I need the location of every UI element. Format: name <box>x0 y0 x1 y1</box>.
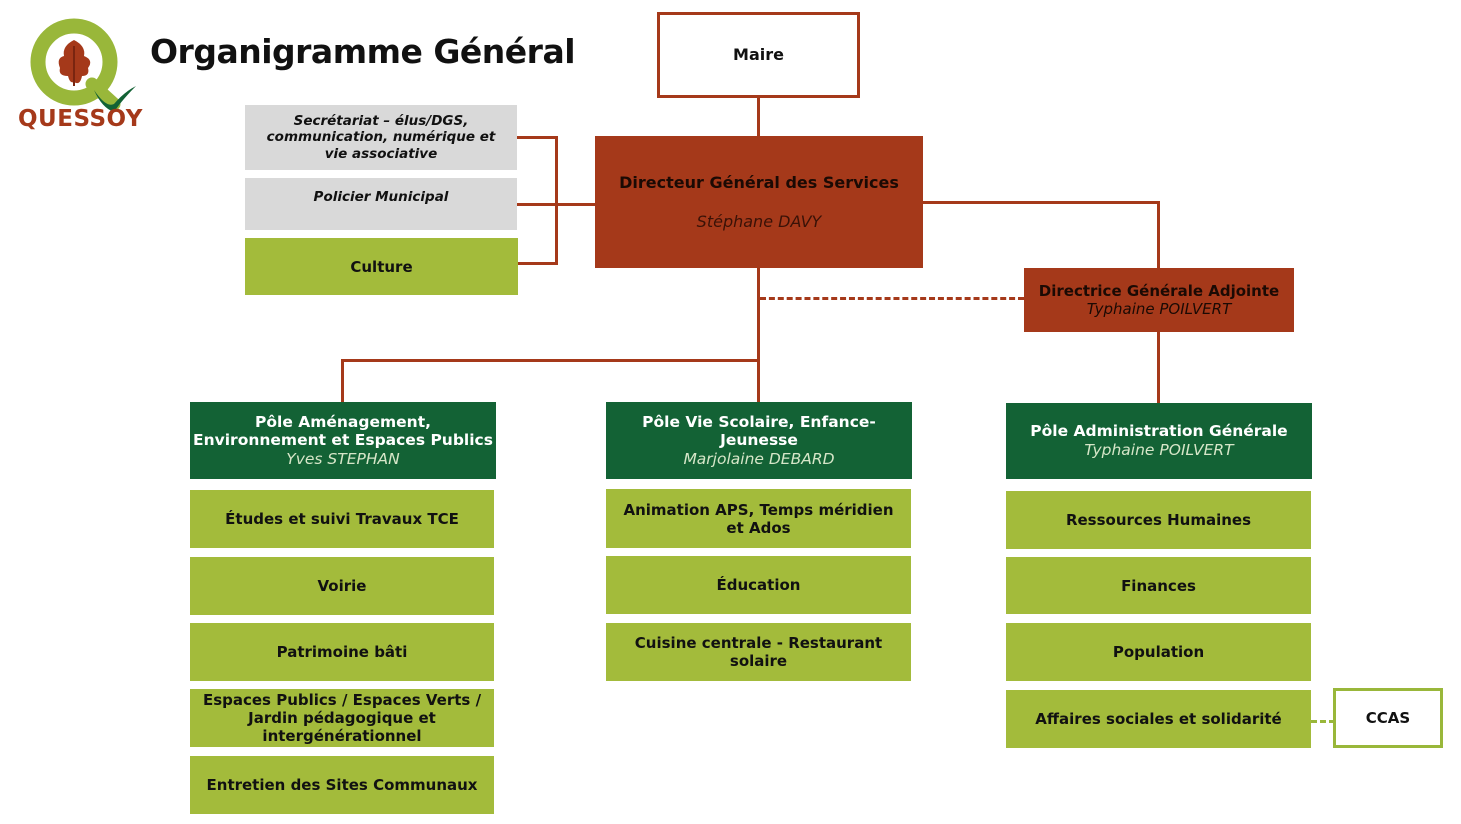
service-box: Finances <box>1006 557 1311 614</box>
service-box: Espaces Publics / Espaces Verts / Jardin… <box>190 689 494 747</box>
service-label: Éducation <box>716 576 801 594</box>
pole-vie-scolaire-name: Marjolaine DEBARD <box>683 449 835 468</box>
pole-vie-scolaire-header: Pôle Vie Scolaire, Enfance-Jeunesse Marj… <box>606 402 912 479</box>
connector-culture <box>517 262 558 265</box>
service-label: Animation APS, Temps méridien et Ados <box>623 500 894 537</box>
connector-right-down-to-dga <box>1157 201 1160 269</box>
service-box: Voirie <box>190 557 494 615</box>
service-box: Études et suivi Travaux TCE <box>190 490 494 548</box>
service-box: Affaires sociales et solidarité <box>1006 690 1311 748</box>
secretariat-label: Secrétariat – élus/DGS, communication, n… <box>266 113 496 162</box>
secretariat-box: Secrétariat – élus/DGS, communication, n… <box>245 105 517 170</box>
service-label: Population <box>1112 643 1205 661</box>
quessoy-logo-icon <box>30 18 136 112</box>
pole-administration-title: Pôle Administration Générale <box>1030 422 1288 441</box>
pole-amenagement-name: Yves STEPHAN <box>286 449 400 468</box>
service-label: Ressources Humaines <box>1065 511 1252 529</box>
dgs-box: Directeur Général des Services Stéphane … <box>595 136 923 268</box>
service-label: Études et suivi Travaux TCE <box>225 510 459 528</box>
connector-pole-amenagement <box>341 359 344 404</box>
service-box: Cuisine centrale - Restaurant solaire <box>606 623 911 681</box>
connector-dgs-right <box>922 201 1160 204</box>
dga-box: Directrice Générale Adjointe Typhaine PO… <box>1024 268 1294 332</box>
service-label: Voirie <box>317 577 367 595</box>
service-label: Cuisine centrale - Restaurant solaire <box>634 634 883 670</box>
connector-secretariat <box>517 136 558 139</box>
dgs-name: Stéphane DAVY <box>696 212 822 231</box>
culture-box: Culture <box>245 238 518 295</box>
policier-municipal-label: Policier Municipal <box>313 188 449 205</box>
service-label: Entretien des Sites Communaux <box>206 776 478 794</box>
logo-wordmark: QUESSOY <box>18 106 143 132</box>
service-box: Entretien des Sites Communaux <box>190 756 494 814</box>
culture-label: Culture <box>350 257 413 276</box>
service-box: Animation APS, Temps méridien et Ados <box>606 489 911 548</box>
connector-ccas-dashed <box>1311 720 1335 723</box>
dga-name: Typhaine POILVERT <box>1086 300 1232 318</box>
service-label: Patrimoine bâti <box>276 643 408 661</box>
connector-maire-dgs <box>757 96 760 136</box>
service-label: Affaires sociales et solidarité <box>1035 710 1282 728</box>
dgs-title: Directeur Général des Services <box>619 172 899 192</box>
pole-administration-header: Pôle Administration Générale Typhaine PO… <box>1006 403 1312 479</box>
connector-pole-branch <box>341 359 760 362</box>
connector-dgs-down <box>757 267 760 404</box>
service-box: Population <box>1006 623 1311 681</box>
ccas-box: CCAS <box>1333 688 1443 748</box>
policier-municipal-box: Policier Municipal <box>245 178 517 230</box>
pole-administration-name: Typhaine POILVERT <box>1084 441 1234 459</box>
connector-policier-dgs <box>517 203 595 206</box>
ccas-label: CCAS <box>1365 709 1411 727</box>
service-label: Espaces Publics / Espaces Verts / Jardin… <box>202 691 482 745</box>
service-box: Patrimoine bâti <box>190 623 494 681</box>
page-title: Organigramme Général <box>150 32 576 71</box>
service-label: Finances <box>1121 576 1196 595</box>
pole-amenagement-header: Pôle Aménagement, Environnement et Espac… <box>190 402 496 479</box>
maire-box: Maire <box>657 12 860 98</box>
service-box: Ressources Humaines <box>1006 491 1311 549</box>
pole-vie-scolaire-title: Pôle Vie Scolaire, Enfance-Jeunesse <box>642 412 876 450</box>
connector-dga-to-pole-admin <box>1157 331 1160 404</box>
dga-title: Directrice Générale Adjointe <box>1038 282 1280 300</box>
connector-dga-dashed <box>760 297 1024 300</box>
maire-label: Maire <box>733 45 784 65</box>
service-box: Éducation <box>606 556 911 614</box>
connector-bracket-vertical <box>555 136 558 265</box>
pole-amenagement-title: Pôle Aménagement, Environnement et Espac… <box>193 412 493 450</box>
